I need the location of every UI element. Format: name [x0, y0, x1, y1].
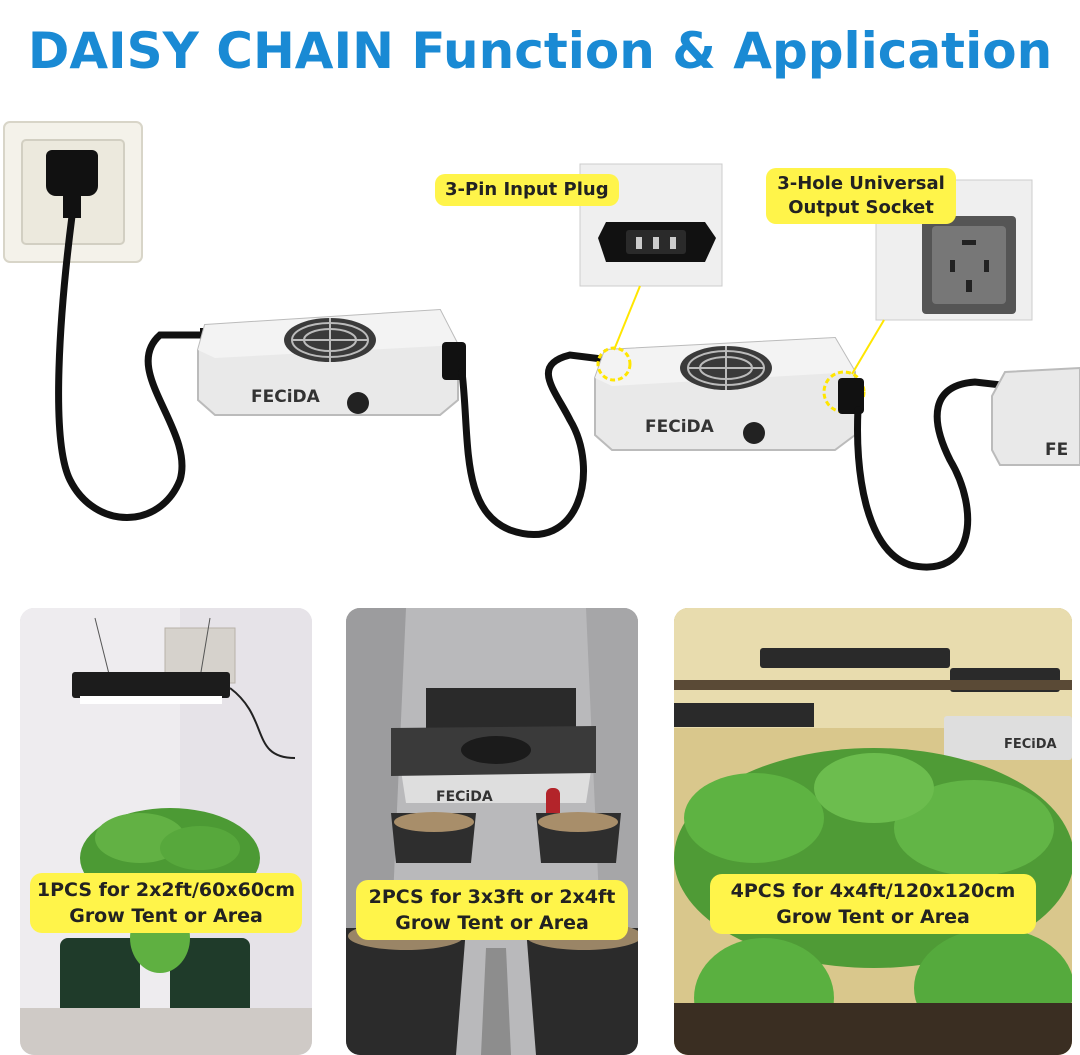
- panel-label-3: 4PCS for 4x4ft/120x120cm Grow Tent or Ar…: [710, 874, 1036, 934]
- svg-text:FE: FE: [1045, 440, 1068, 460]
- grow-light-unit: [197, 308, 459, 416]
- output-socket-callout-line1: 3-Hole Universal: [777, 173, 945, 194]
- brand-logo: FECiDA: [645, 417, 715, 437]
- brand-logo: FECiDA: [1004, 737, 1057, 752]
- panel-label-2-line2: Grow Tent or Area: [395, 912, 589, 934]
- wall-socket-icon: [3, 121, 143, 263]
- grow-tent-photo: [20, 608, 312, 1055]
- grow-tent-photo: FECiDA: [346, 608, 638, 1055]
- brand-logo: FECiDA: [436, 789, 493, 805]
- panel-label-1: 1PCS for 2x2ft/60x60cm Grow Tent or Area: [30, 873, 302, 933]
- grow-light-unit: FE: [991, 366, 1080, 466]
- panel-label-1-line2: Grow Tent or Area: [69, 905, 263, 927]
- panel-label-3-line2: Grow Tent or Area: [776, 906, 970, 928]
- grow-tent-photo: FECiDA: [674, 608, 1072, 1055]
- daisy-chain-illustration: FECiDA FECiDA: [0, 110, 1080, 590]
- panel-label-2-line1: 2PCS for 3x3ft or 2x4ft: [368, 886, 616, 908]
- input-plug-callout: 3-Pin Input Plug: [435, 174, 619, 206]
- daisy-chain-drawing: FECiDA FECiDA: [3, 121, 1080, 571]
- grow-light-unit: [594, 336, 856, 451]
- brand-logo: FECiDA: [251, 387, 321, 407]
- panel-label-2: 2PCS for 3x3ft or 2x4ft Grow Tent or Are…: [356, 880, 628, 940]
- application-panel-3: FECiDA 4PCS for 4x4ft/120x120cm Grow Ten…: [674, 608, 1072, 1055]
- output-socket-callout-line2: Output Socket: [788, 197, 934, 218]
- output-socket-closeup: [851, 179, 1033, 375]
- page-title: DAISY CHAIN Function & Application: [27, 22, 1053, 80]
- application-panel-1: 1PCS for 2x2ft/60x60cm Grow Tent or Area: [20, 608, 312, 1055]
- output-socket-callout: 3-Hole Universal Output Socket: [766, 168, 956, 224]
- panel-label-3-line1: 4PCS for 4x4ft/120x120cm: [730, 880, 1016, 902]
- panel-label-1-line1: 1PCS for 2x2ft/60x60cm: [36, 879, 296, 901]
- application-panel-2: FECiDA 2PCS for 3x3ft or 2x4ft Grow Tent…: [346, 608, 638, 1055]
